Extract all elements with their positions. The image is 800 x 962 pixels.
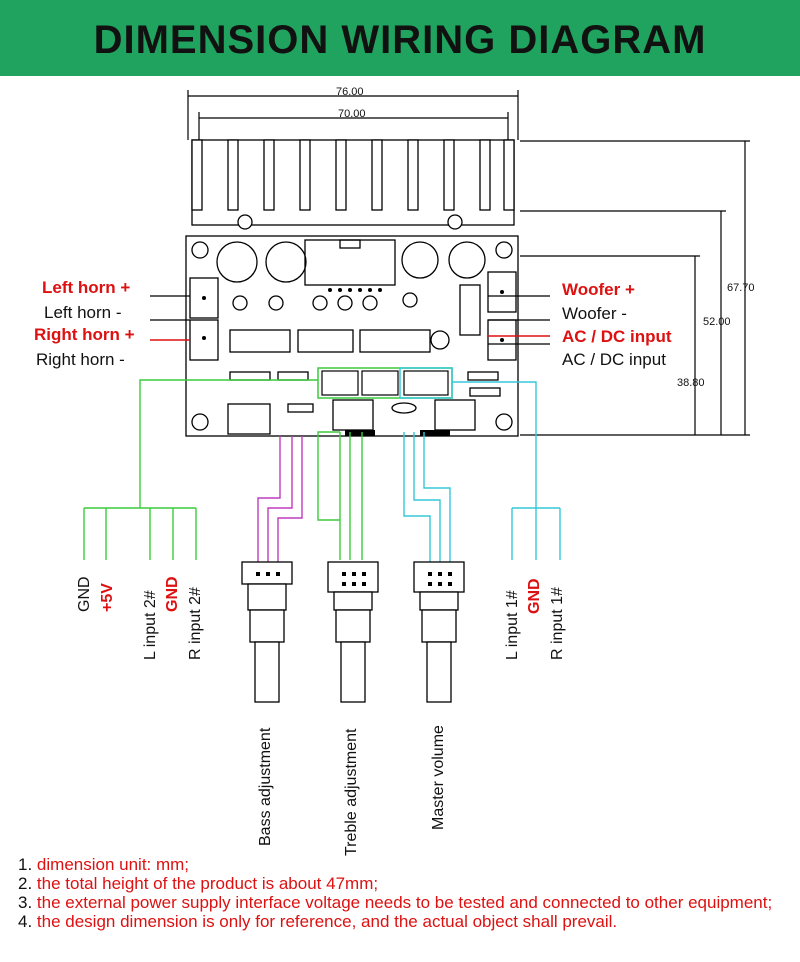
dim-width-76: 76.00 (336, 86, 364, 98)
label-woofer-plus: Woofer + (562, 280, 635, 299)
label-treble: Treble adjustment (343, 728, 360, 856)
title-banner: DIMENSION WIRING DIAGRAM (0, 0, 800, 76)
label-in1-r: R input 1# (549, 587, 566, 660)
heatsink (191, 139, 515, 230)
note-3: 3. the external power supply interface v… (18, 893, 773, 912)
label-woofer-minus: Woofer - (562, 304, 627, 323)
wiring-diagram (83, 90, 750, 703)
label-in1-gnd: GND (526, 578, 543, 614)
label-in2-5v: +5V (99, 583, 116, 612)
page-title: DIMENSION WIRING DIAGRAM (93, 18, 707, 62)
note-1: 1. dimension unit: mm; (18, 855, 190, 874)
label-ac-dc-input-2: AC / DC input (562, 350, 666, 369)
dim-height-52: 52.00 (703, 316, 731, 328)
potentiometers (241, 561, 465, 703)
pcb-board (185, 235, 519, 437)
dim-height-67: 67.70 (727, 282, 755, 294)
label-in1-l: L input 1# (504, 590, 521, 660)
note-2: 2. the total height of the product is ab… (18, 874, 379, 893)
label-in2-r: R input 2# (187, 587, 204, 660)
dim-width-70: 70.00 (338, 108, 366, 120)
label-left-horn-minus: Left horn - (44, 303, 122, 322)
label-right-horn-plus: Right horn + (34, 325, 135, 344)
label-right-horn-minus: Right horn - (36, 350, 125, 369)
label-left-horn-plus: Left horn + (42, 278, 131, 297)
label-in2-l: L input 2# (142, 590, 159, 660)
label-in2-gnd-red: GND (164, 576, 181, 612)
label-in2-gnd: GND (76, 576, 93, 612)
label-ac-dc-input-1: AC / DC input (562, 327, 672, 346)
label-bass: Bass adjustment (257, 727, 274, 846)
notes-list: 1. dimension unit: mm; 2. the total heig… (18, 855, 788, 931)
dim-height-38: 38.80 (677, 377, 705, 389)
label-master: Master volume (430, 725, 447, 830)
note-4: 4. the design dimension is only for refe… (18, 912, 618, 931)
